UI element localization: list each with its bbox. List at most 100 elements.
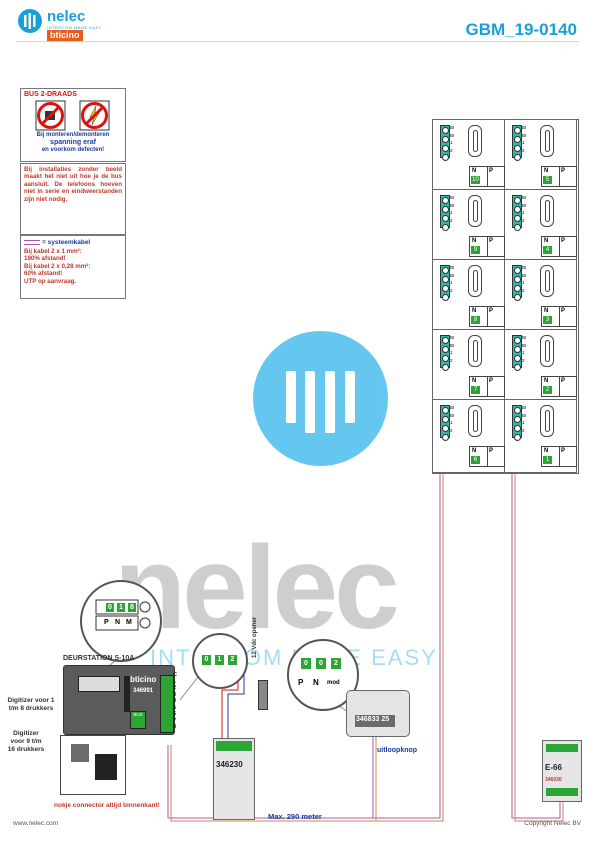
door-station-zoom: 0 1 8 P N M bbox=[80, 580, 162, 662]
installation-note: Bij installaties zonder beeld maakt het … bbox=[24, 166, 122, 203]
cable-note-4: 60% afstand! bbox=[24, 270, 63, 278]
push-button-terminals bbox=[160, 675, 174, 733]
zoom-letter: M bbox=[126, 619, 132, 626]
max-length: Max. 290 meter bbox=[268, 812, 322, 821]
digitizer-2-label: Digitizer voor 9 t/m 16 drukkers bbox=[7, 730, 45, 753]
handset-icon bbox=[540, 195, 554, 227]
sub-brand: bticino bbox=[47, 30, 83, 41]
cable-note-1: Bij kabel 2 x 1 mm²: bbox=[24, 248, 82, 255]
handset-icon bbox=[540, 125, 554, 157]
watermark-word: nelec bbox=[114, 522, 400, 654]
address-number: 1 bbox=[543, 456, 552, 464]
installation-note-box: Bij installaties zonder beeld maakt het … bbox=[20, 163, 126, 235]
warning-line-1: Bij monteren/demonteren bbox=[36, 132, 110, 138]
footer-copyright: Copyright Nelec BV bbox=[524, 820, 581, 827]
zoom-digit: 1 bbox=[215, 655, 224, 665]
handset-icon bbox=[468, 195, 482, 227]
terminal-block bbox=[512, 335, 522, 371]
power-supply-code: 346230 bbox=[216, 760, 243, 769]
address-number: 2 bbox=[543, 386, 552, 394]
e66-code: 346030 bbox=[545, 777, 562, 783]
header-divider bbox=[16, 41, 579, 42]
zoom-digit: 2 bbox=[228, 655, 237, 665]
terminal-block bbox=[512, 195, 522, 231]
warning-line-2: spanning eraf bbox=[50, 139, 96, 146]
brand-name: nelec bbox=[47, 8, 86, 25]
cable-note-5: UTP op aanvraag. bbox=[24, 277, 77, 285]
door-station: BUS bbox=[63, 665, 175, 735]
floor-distributor bbox=[346, 690, 410, 737]
e66-label: E-66 bbox=[545, 763, 562, 772]
bus-warning-box: BUS 2-DRAADS Bij monteren/demonteren spa… bbox=[20, 88, 126, 162]
cable-note-3: Bij kabel 2 x 0,28 mm²: bbox=[24, 262, 91, 270]
digitizer-1-label: Digitizer voor 1 t/m 8 drukkers bbox=[7, 697, 55, 712]
digitizer-module bbox=[60, 735, 126, 795]
door-opener bbox=[258, 680, 268, 710]
no-voltage-icon bbox=[79, 100, 110, 131]
address-number: 6 bbox=[471, 456, 480, 464]
module-zoom: 0 1 2 bbox=[192, 633, 248, 689]
terminal-block bbox=[440, 125, 450, 161]
handset-icon bbox=[468, 405, 482, 437]
handset-icon bbox=[540, 265, 554, 297]
address-number: 4 bbox=[543, 246, 552, 254]
nelec-logo-icon bbox=[18, 9, 42, 33]
slot bbox=[124, 676, 130, 712]
watermark-logo bbox=[253, 331, 388, 466]
no-plug-icon bbox=[35, 100, 66, 131]
warning-line-3: en voorkom defecten! bbox=[41, 147, 105, 153]
zoom-letter: P bbox=[298, 678, 304, 687]
zoom-digit: 0 bbox=[106, 603, 114, 612]
terminal-block bbox=[512, 125, 522, 161]
address-number: 8 bbox=[471, 316, 480, 324]
cable-note: Bij kabel 2 x 1 mm²: 180% afstand! Bij k… bbox=[24, 248, 122, 285]
system-cable-label: = systeemkabel bbox=[42, 239, 91, 246]
document-code: GBM_19-0140 bbox=[465, 20, 577, 39]
zoom-digit: 0 bbox=[202, 655, 211, 665]
address-number: 5 bbox=[543, 176, 552, 184]
distributor-code: 346833 25 bbox=[356, 716, 390, 723]
terminal-block bbox=[440, 335, 450, 371]
zoom-digit: 8 bbox=[128, 603, 136, 612]
zoom-digit: 0 bbox=[301, 658, 311, 669]
bus-terminal: BUS bbox=[130, 711, 146, 729]
connector-note: nokje connector altijd binnenkant! bbox=[54, 802, 160, 809]
address-number: 3 bbox=[543, 316, 552, 324]
zoom-letter: N bbox=[115, 619, 121, 626]
handset-icon bbox=[468, 335, 482, 367]
e66-module bbox=[542, 740, 582, 802]
bus-warning-text: Bij monteren/demonteren spanning eraf en… bbox=[21, 132, 125, 154]
door-station-label: DEURSTATION S-10A bbox=[63, 655, 135, 662]
zoom-digit: 2 bbox=[331, 658, 341, 669]
address-number: 10 bbox=[471, 176, 480, 184]
handset-icon bbox=[540, 405, 554, 437]
handset-icon bbox=[468, 265, 482, 297]
opener-label: 12 Vdc opener bbox=[252, 616, 258, 658]
door-station-brand: bticino bbox=[130, 675, 157, 684]
zoom-letter: N bbox=[313, 678, 319, 687]
terminal-block bbox=[440, 265, 450, 301]
